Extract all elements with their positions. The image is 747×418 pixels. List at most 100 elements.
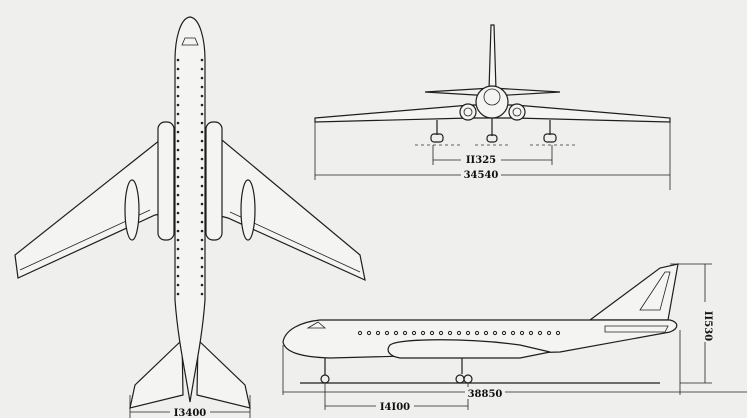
window-mark [200, 193, 204, 197]
fuselage-top [174, 16, 206, 403]
right-tailplane [196, 338, 251, 409]
dim-height: II530 [702, 311, 713, 341]
window-mark [200, 94, 204, 98]
window-mark [537, 330, 543, 336]
window-mark [200, 139, 204, 143]
window-mark [200, 211, 204, 215]
window-mark [176, 76, 180, 80]
window-mark [176, 139, 180, 143]
window-mark [200, 247, 204, 251]
front-landing-gear [430, 118, 557, 143]
window-mark [176, 121, 180, 125]
window-mark [200, 274, 204, 278]
side-fuselage [282, 319, 678, 359]
window-mark [200, 265, 204, 269]
window-mark [456, 330, 462, 336]
top-view-dimension: I3400 [129, 395, 251, 418]
window-mark [200, 58, 204, 62]
window-mark [420, 330, 426, 336]
window-mark [200, 229, 204, 233]
window-mark [176, 184, 180, 188]
window-mark [176, 103, 180, 107]
right-engine-nacelle [205, 121, 223, 241]
window-mark [357, 330, 363, 336]
window-mark [501, 330, 507, 336]
window-mark [200, 148, 204, 152]
side-landing-gear [320, 358, 473, 384]
window-mark [176, 256, 180, 260]
window-mark [176, 211, 180, 215]
window-mark [176, 112, 180, 116]
window-mark [176, 58, 180, 62]
window-mark [176, 166, 180, 170]
dim-tailplane-span: I3400 [174, 408, 207, 418]
window-mark [555, 330, 561, 336]
side-engine [387, 339, 551, 359]
window-mark [200, 202, 204, 206]
window-mark [176, 229, 180, 233]
window-mark [200, 103, 204, 107]
window-mark [474, 330, 480, 336]
window-mark [200, 67, 204, 71]
window-mark [200, 85, 204, 89]
window-mark [465, 330, 471, 336]
dim-length: 38850 [468, 389, 503, 400]
top-view [14, 16, 366, 409]
front-fuselage [475, 85, 509, 119]
window-mark [200, 292, 204, 296]
window-mark [176, 274, 180, 278]
right-engine-pod [240, 179, 256, 241]
window-mark [176, 175, 180, 179]
window-mark [200, 283, 204, 287]
right-wing [204, 134, 366, 282]
fin-front [488, 24, 497, 91]
window-mark [176, 67, 180, 71]
window-mark [176, 85, 180, 89]
window-mark [200, 130, 204, 134]
window-mark [176, 283, 180, 287]
window-mark [528, 330, 534, 336]
front-view: II325 34540 [314, 24, 671, 190]
left-engine-pod [124, 179, 140, 241]
window-mark [366, 330, 372, 336]
window-mark [200, 238, 204, 242]
front-tailplane [424, 87, 561, 97]
window-mark [200, 175, 204, 179]
window-mark [176, 130, 180, 134]
window-mark [200, 256, 204, 260]
window-mark [546, 330, 552, 336]
window-mark [393, 330, 399, 336]
window-mark [200, 121, 204, 125]
window-mark [429, 330, 435, 336]
window-mark [176, 265, 180, 269]
window-mark [384, 330, 390, 336]
window-mark [200, 157, 204, 161]
window-mark [510, 330, 516, 336]
window-mark [176, 193, 180, 197]
side-view: I4I00 38850 II530 [282, 263, 747, 413]
window-mark [176, 202, 180, 206]
window-mark [176, 157, 180, 161]
window-mark [200, 184, 204, 188]
left-tailplane [129, 338, 184, 409]
dim-wingspan: 34540 [464, 170, 499, 181]
window-mark [176, 247, 180, 251]
window-mark [176, 148, 180, 152]
left-wing [14, 134, 176, 279]
dim-inner-gear-track: II325 [466, 155, 496, 166]
window-mark [402, 330, 408, 336]
window-mark [438, 330, 444, 336]
left-engine-front [459, 103, 477, 121]
window-mark [483, 330, 489, 336]
window-mark [200, 220, 204, 224]
window-mark [492, 330, 498, 336]
window-mark [200, 112, 204, 116]
left-engine-nacelle [157, 121, 175, 241]
window-mark [200, 166, 204, 170]
window-mark [176, 238, 180, 242]
window-mark [411, 330, 417, 336]
dim-wheelbase: I4I00 [380, 402, 410, 413]
window-mark [176, 220, 180, 224]
window-mark [519, 330, 525, 336]
